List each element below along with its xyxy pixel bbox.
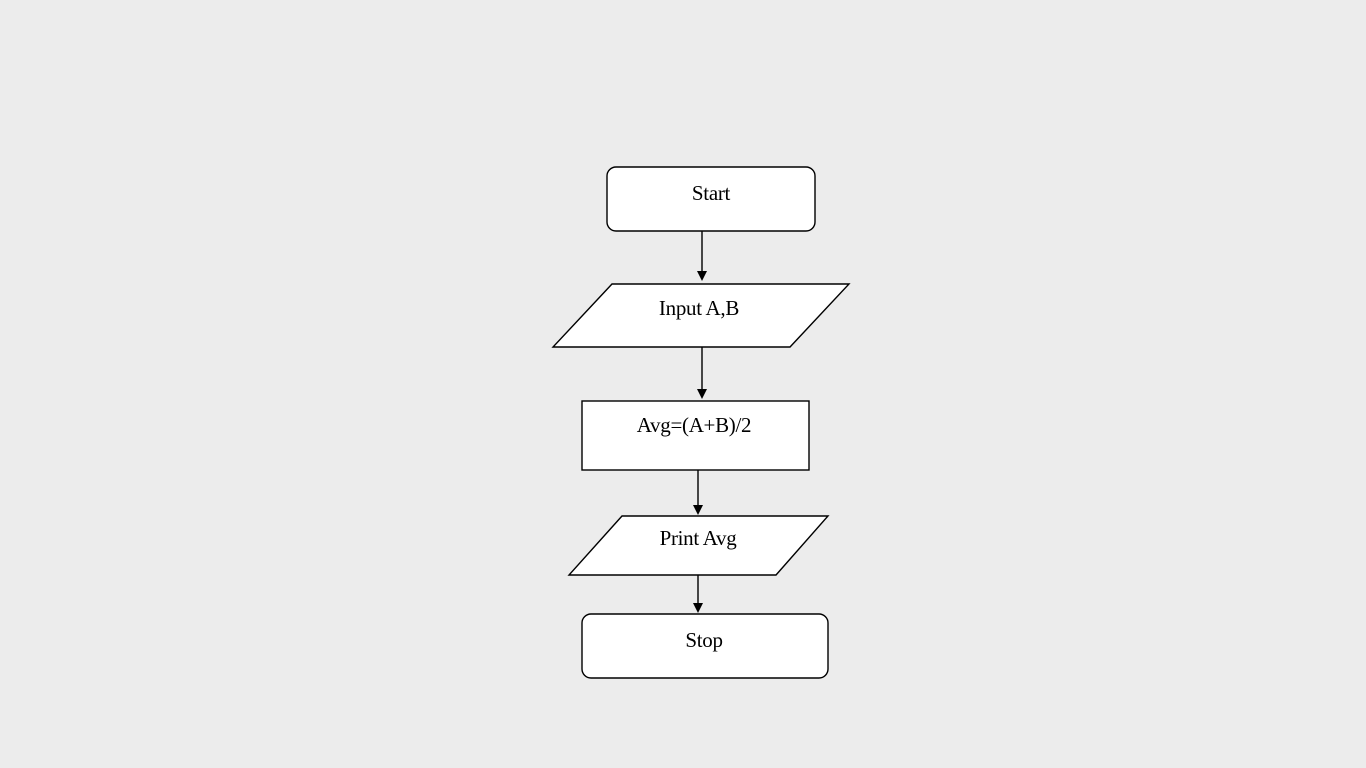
arrow-start-to-input xyxy=(697,231,707,281)
flowchart-node-stop: Stop xyxy=(581,613,829,679)
process-label: Avg=(A+B)/2 xyxy=(637,413,752,437)
arrow-process-to-output xyxy=(693,470,703,515)
flowchart-node-output: Print Avg xyxy=(567,515,830,576)
arrow-input-to-process xyxy=(697,347,707,399)
flowchart-node-start: Start xyxy=(606,166,816,232)
arrowhead xyxy=(693,603,703,613)
arrowhead xyxy=(693,505,703,515)
stop-label: Stop xyxy=(685,628,722,652)
flowchart-node-process: Avg=(A+B)/2 xyxy=(581,400,810,471)
start-terminator-shape xyxy=(606,166,816,232)
input-parallelogram-shape xyxy=(551,283,851,348)
arrowhead xyxy=(697,271,707,281)
output-parallelogram-shape xyxy=(567,515,830,576)
arrowhead xyxy=(697,389,707,399)
stop-terminator-shape xyxy=(581,613,829,679)
output-label: Print Avg xyxy=(660,526,738,550)
arrow-output-to-stop xyxy=(693,575,703,613)
input-label: Input A,B xyxy=(659,296,739,320)
start-label: Start xyxy=(692,181,731,205)
process-rectangle-shape xyxy=(581,400,810,471)
flowchart-node-input: Input A,B xyxy=(551,283,851,348)
